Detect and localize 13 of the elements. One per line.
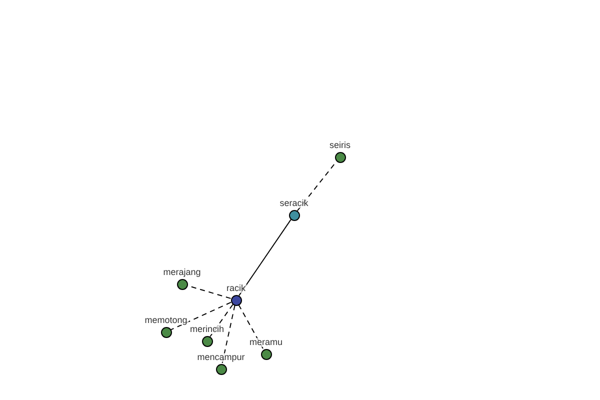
node-label: seiris: [328, 141, 352, 150]
node-label: merincih: [189, 325, 225, 334]
node-label: memotong: [144, 316, 188, 325]
connector-line: [238, 219, 292, 296]
dashed-line: [170, 302, 232, 330]
dashed-line: [210, 304, 234, 337]
dashed-line: [238, 304, 264, 350]
node-label: seracik: [278, 199, 310, 208]
dashed-line: [222, 304, 236, 364]
node-label: meramu: [248, 338, 284, 347]
node-label: merajang: [162, 268, 202, 277]
node-label: mencampur: [196, 353, 246, 362]
node-label: racik: [226, 284, 246, 293]
